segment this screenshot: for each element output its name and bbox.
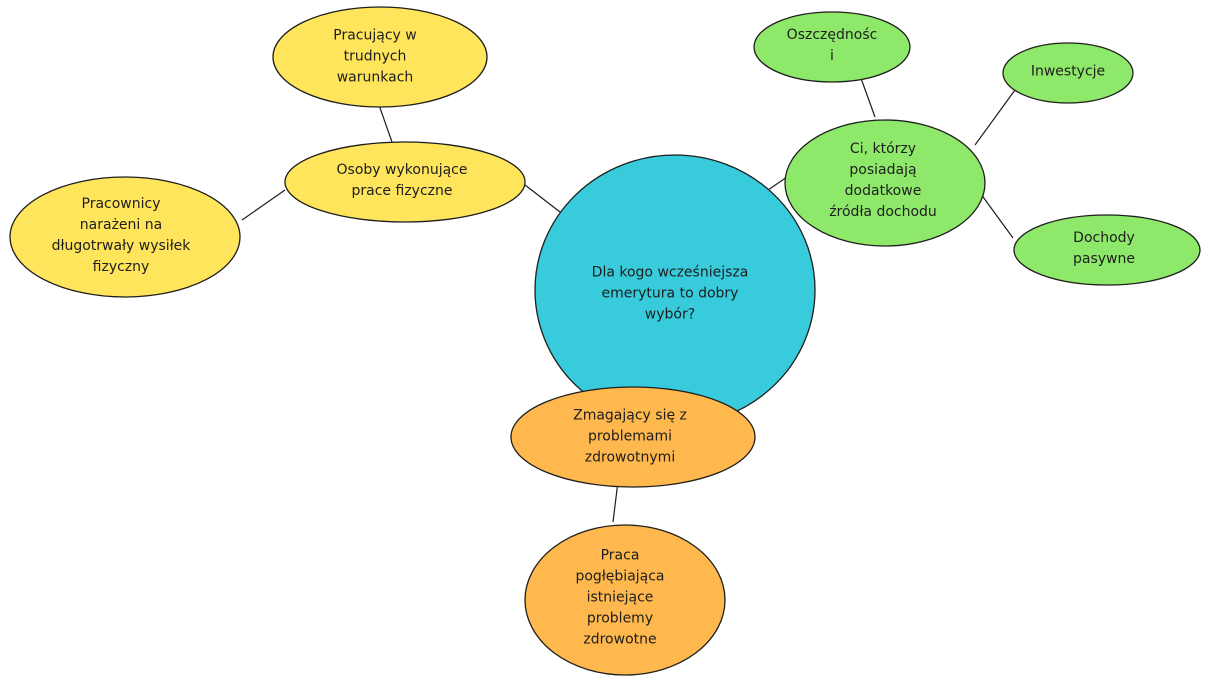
- node-physical-label: Osoby wykonujące prace fizyczne: [336, 162, 468, 199]
- connector-extra-income-investments: [974, 89, 1016, 146]
- node-center-label: Dla kogo wcześniejsza emerytura to dobry…: [591, 264, 749, 323]
- node-health-shape[interactable]: [510, 386, 756, 488]
- node-physical-shape[interactable]: [284, 141, 526, 223]
- node-long-effort-label: Pracownicy narażeni na długotrwały wysił…: [51, 196, 191, 275]
- node-passive-income-label: Dochody pasywne: [1073, 230, 1135, 267]
- connector-physical-long-effort: [241, 189, 286, 221]
- connector-extra-income-passive: [977, 189, 1014, 239]
- connector-center-physical: [524, 184, 561, 213]
- node-work-worsening-shape[interactable]: [524, 524, 726, 676]
- node-savings-shape[interactable]: [753, 11, 911, 83]
- node-health-label: Zmagający się z problemami zdrowotnymi: [573, 407, 687, 466]
- node-hard-conditions-shape[interactable]: [272, 6, 488, 108]
- node-extra-income-shape[interactable]: [784, 119, 986, 247]
- node-passive-income-shape[interactable]: [1013, 214, 1201, 286]
- node-investments-label: Inwestycje: [1030, 63, 1106, 80]
- node-extra-income-label: Ci, którzy posiadają dodatkowe źródła do…: [829, 141, 937, 220]
- node-savings-label: Oszczędnośc i: [786, 27, 878, 64]
- node-investments-shape[interactable]: [1002, 42, 1134, 104]
- node-hard-conditions-label: Pracujący w trudnych warunkach: [333, 27, 417, 86]
- node-work-worsening-label: Praca pogłębiająca istniejące problemy z…: [575, 547, 665, 648]
- node-long-effort-shape[interactable]: [9, 176, 241, 298]
- connector-center-extra-income: [767, 176, 788, 191]
